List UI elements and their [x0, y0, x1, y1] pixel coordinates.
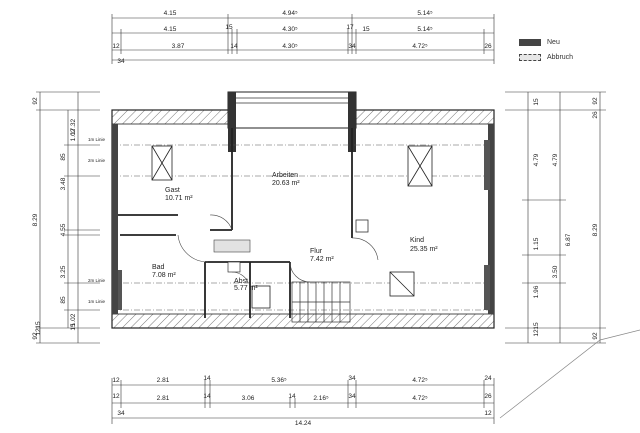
- dim-bot-1f: 4.72⁵: [412, 377, 428, 384]
- legend: Neu Abbruch: [519, 37, 619, 67]
- right-dimensions: 92 8.29 92 4.79 4.79 6.87 3.50 1.15 1.96…: [505, 91, 606, 344]
- dim-bot-1d: 5.36⁵: [271, 377, 287, 384]
- legend-new: Neu: [519, 37, 619, 47]
- dim-left-outer-b: 8.29: [32, 213, 39, 226]
- dim-left-inner-f: 12: [35, 328, 42, 336]
- dim-bot-2c: 14: [203, 393, 211, 400]
- dim-bot-2d: 3.06: [242, 395, 255, 402]
- roof-line-labels: 1m Linie 2m Linie 2m Linie 1m Linie: [88, 137, 106, 304]
- legend-demolition-label: Abbruch: [547, 53, 574, 61]
- legend-demolition-swatch: [519, 53, 541, 61]
- dim-top-1b: 4.94⁵: [282, 10, 298, 17]
- room-bad-area: 7.08 m²: [152, 272, 176, 279]
- dim-left-outer-a: 92: [32, 97, 39, 105]
- dim-bot-3a: 34: [117, 410, 125, 417]
- dim-top-2c: 4.30⁵: [282, 26, 298, 33]
- dim-right-inner-e: 15: [533, 322, 540, 330]
- dim-bot-2e: 14: [288, 393, 296, 400]
- dim-bot-3b: 14.24: [295, 420, 312, 427]
- dim-right-inner-a: 1.15: [533, 237, 540, 250]
- dim-right-mid-a: 4.79: [533, 153, 540, 166]
- dim-right-inner-f: 12: [533, 329, 540, 337]
- dim-bot-1b: 2.81: [157, 377, 170, 384]
- dim-left-mid-a: 85: [60, 153, 67, 161]
- roof-line-label-4: 1m Linie: [88, 299, 106, 304]
- dim-left-inner-d: 15: [70, 323, 77, 331]
- dim-bot-2h: 4.72⁵: [412, 395, 428, 402]
- dim-right-outer-a: 92: [592, 97, 599, 105]
- room-abst-area: 5.77 m²: [234, 285, 258, 292]
- dim-top-3h: 34: [117, 58, 125, 65]
- dim-left-outer-c: 92: [32, 332, 39, 340]
- dim-top-3e: 34: [348, 43, 356, 50]
- legend-new-swatch: [519, 38, 541, 46]
- dim-bot-3c: 12: [484, 410, 492, 417]
- dim-bot-1a: 12: [112, 377, 120, 384]
- dim-right-inner-c: 26: [592, 111, 599, 119]
- dim-left-mid-b: 3.48: [60, 177, 67, 190]
- roof-line-label-1: 1m Linie: [88, 137, 106, 142]
- dim-bot-2g: 34: [348, 393, 356, 400]
- top-dimensions: 4.15 4.94⁵ 5.14⁵ 4.15 15 4.30⁵ 17 15 5.1…: [111, 10, 495, 65]
- left-dimensions: 92 8.29 92 85 3.48 4.55 3.25 85 17.32 1.…: [32, 91, 100, 344]
- dim-bot-2b: 2.81: [157, 395, 170, 402]
- room-arbeiten-name: Arbeiten: [272, 172, 298, 179]
- building: [111, 91, 495, 329]
- dim-top-1c: 5.14⁵: [417, 10, 433, 17]
- room-bad-name: Bad: [152, 264, 165, 271]
- legend-demolition: Abbruch: [519, 52, 619, 62]
- dim-top-3d: 4.30⁵: [282, 43, 298, 50]
- dim-bot-2i: 26: [484, 393, 492, 400]
- roof-windows: [151, 145, 433, 309]
- dim-bot-2a: 12: [112, 393, 120, 400]
- dim-top-1a: 4.15: [164, 10, 177, 17]
- dim-right-inner-d: 15: [533, 98, 540, 106]
- dim-left-inner-e: 15: [35, 321, 42, 329]
- dim-right-mid-c: 3.50: [552, 265, 559, 278]
- room-flur-area: 7.42 m²: [310, 256, 334, 263]
- dim-right-inner-b: 1.96: [533, 285, 540, 298]
- dim-left-mid-c: 4.55: [60, 223, 67, 236]
- dim-right-mid-b: 6.87: [565, 233, 572, 246]
- room-gast-name: Gast: [165, 187, 180, 194]
- room-flur-name: Flur: [310, 248, 323, 255]
- room-abst-name: Abst.: [234, 278, 250, 285]
- roof-line-label-2: 2m Linie: [88, 158, 106, 163]
- dim-left-mid-e: 85: [60, 296, 67, 304]
- dim-left-inner-a: 17.32: [70, 118, 77, 135]
- dim-right-outer-c: 92: [592, 332, 599, 340]
- roof-line-label-3: 2m Linie: [88, 278, 106, 283]
- dim-bot-1c: 14: [203, 375, 211, 382]
- dim-top-3f: 4.72⁵: [412, 43, 428, 50]
- dim-top-3a: 12: [112, 43, 120, 50]
- dim-left-mid-d: 3.25: [60, 265, 67, 278]
- staircase: [291, 281, 351, 323]
- dim-right-mid-a2: 4.79: [552, 153, 559, 166]
- dim-top-3g: 26: [484, 43, 492, 50]
- dim-top-2e: 15: [362, 26, 370, 33]
- dim-top-2a: 4.15: [164, 26, 177, 33]
- dim-top-2b: 15: [225, 24, 233, 31]
- dim-bot-1e: 34: [348, 375, 356, 382]
- room-gast-area: 10.71 m²: [165, 195, 193, 202]
- room-kind-area: 25.35 m²: [410, 246, 438, 253]
- dim-top-2f: 5.14⁵: [417, 26, 433, 33]
- room-kind-name: Kind: [410, 237, 424, 244]
- dim-bot-1g: 24: [484, 375, 492, 382]
- dim-left-inner-b: 1.02: [70, 128, 77, 141]
- room-labels: Gast 10.71 m² Arbeiten 20.63 m² Kind 25.…: [152, 172, 438, 292]
- dim-top-3b: 3.87: [172, 43, 185, 50]
- dim-right-outer-b: 8.29: [592, 223, 599, 236]
- dim-left-inner-c: 1.02: [70, 313, 77, 326]
- dim-bot-2f: 2.16⁵: [313, 395, 329, 402]
- room-arbeiten-area: 20.63 m²: [272, 180, 300, 187]
- dim-top-3c: 14: [230, 43, 238, 50]
- dim-top-2d: 17: [346, 24, 354, 31]
- legend-new-label: Neu: [547, 38, 560, 46]
- bottom-dimensions: 12 2.81 14 5.36⁵ 34 4.72⁵ 24 12 2.81 14 …: [111, 375, 495, 427]
- site-boundary: [499, 329, 640, 419]
